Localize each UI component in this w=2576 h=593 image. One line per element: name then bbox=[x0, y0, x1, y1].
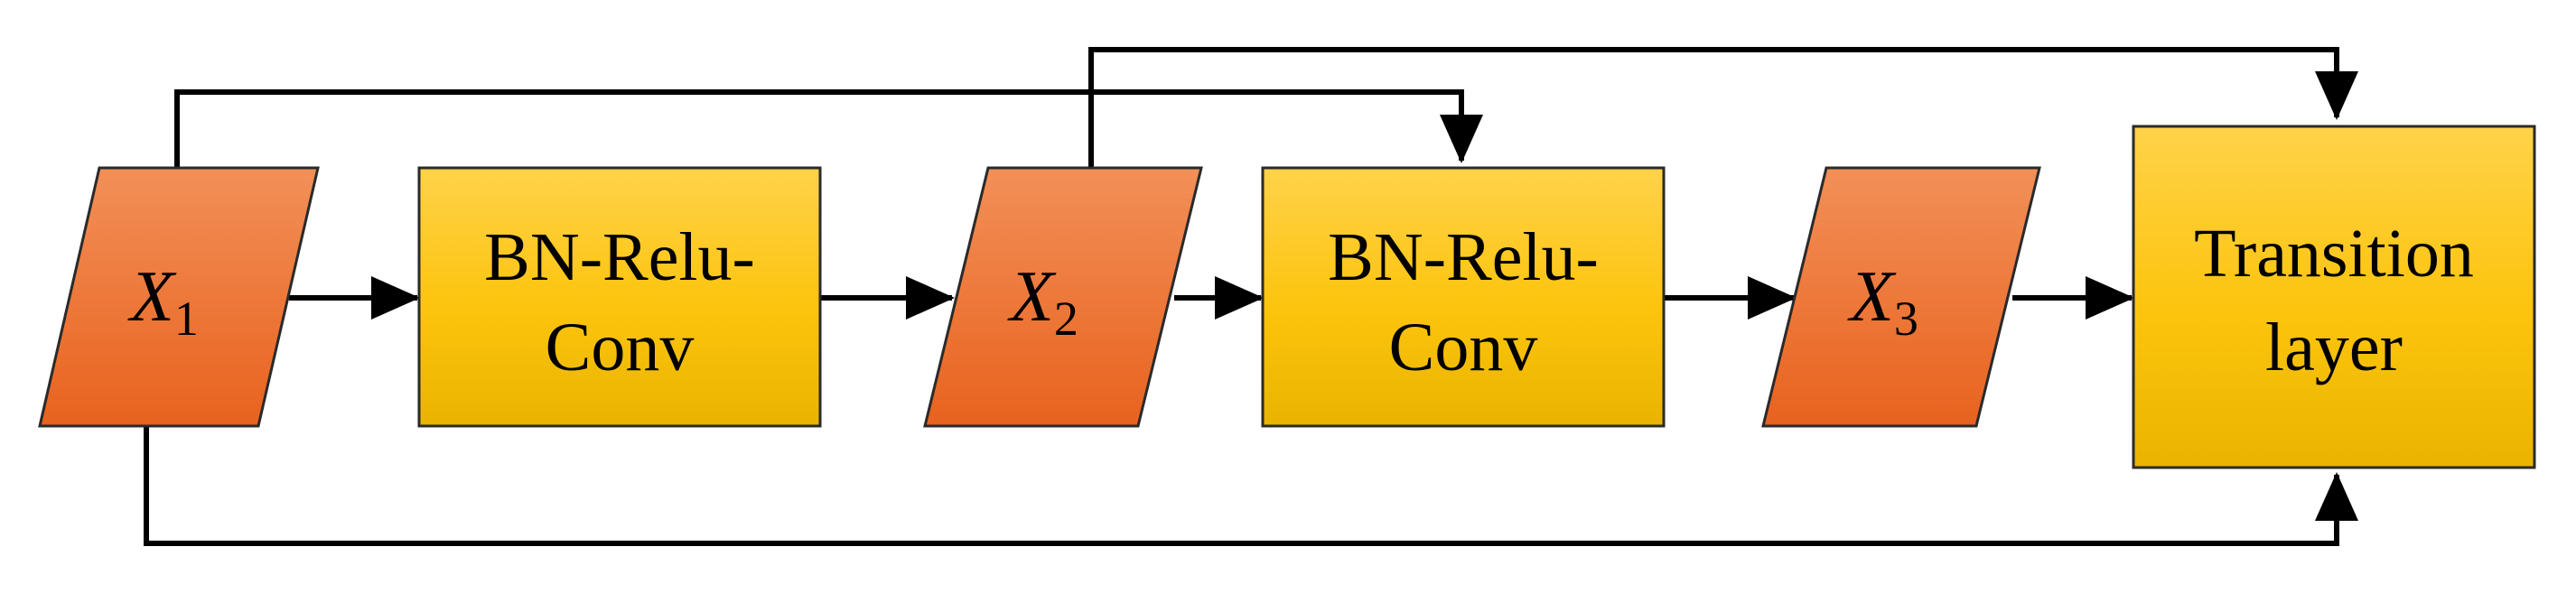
parallelogram-shape bbox=[1761, 166, 2041, 428]
block-label-line1: Transition bbox=[2194, 216, 2474, 292]
block-shape bbox=[1261, 166, 1666, 428]
subscript: 3 bbox=[1894, 292, 1918, 346]
subscript: 2 bbox=[1054, 292, 1078, 346]
subscript: 1 bbox=[174, 292, 199, 346]
input-node-x2: X2 bbox=[923, 166, 1203, 428]
node-label: X3 bbox=[1847, 257, 1918, 346]
block-label-line1: BN-Relu- bbox=[484, 219, 755, 295]
block-shape bbox=[2132, 125, 2536, 469]
symbol: X bbox=[127, 257, 177, 337]
skip-arrow-x1-to-block2 bbox=[174, 89, 1483, 168]
input-node-x3: X3 bbox=[1761, 166, 2041, 428]
block-label-line1: BN-Relu- bbox=[1328, 219, 1599, 295]
node-label: X2 bbox=[1007, 257, 1078, 346]
bn-relu-conv-block-2: BN-Relu- Conv bbox=[1261, 166, 1666, 428]
input-node-x1: X1 bbox=[38, 166, 320, 428]
symbol: X bbox=[1847, 257, 1897, 337]
parallelogram-shape bbox=[923, 166, 1203, 428]
skip-arrow-x1-to-transition bbox=[144, 426, 2358, 546]
block-label-line2: Conv bbox=[1389, 310, 1538, 385]
block-label-line2: Conv bbox=[546, 310, 695, 385]
block-label-line2: layer bbox=[2265, 310, 2403, 385]
skip-arrow-x2-to-transition bbox=[1088, 47, 2358, 168]
bn-relu-conv-block-1: BN-Relu- Conv bbox=[417, 166, 822, 428]
dense-connections bbox=[144, 47, 2358, 546]
block-shape bbox=[417, 166, 822, 428]
transition-layer-block: Transition layer bbox=[2132, 125, 2536, 469]
symbol: X bbox=[1007, 257, 1057, 337]
parallelogram-shape bbox=[38, 166, 320, 428]
node-label: X1 bbox=[127, 257, 199, 346]
